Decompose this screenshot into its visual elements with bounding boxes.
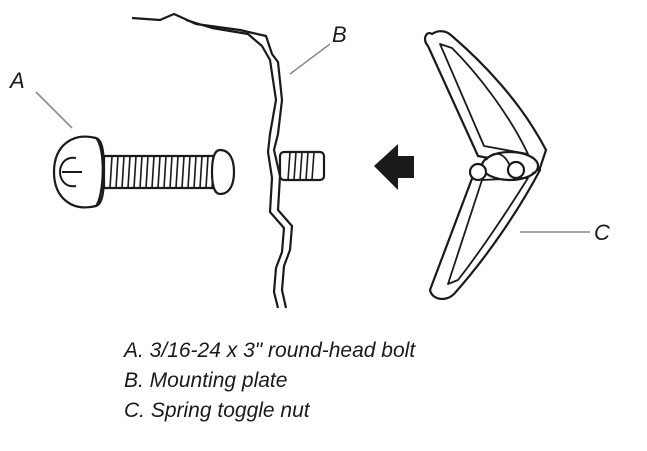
callout-b: B <box>332 22 347 47</box>
toggle-bolt-diagram: A B C <box>8 12 610 309</box>
bolt-tip <box>210 148 236 196</box>
spring-toggle-nut <box>423 30 548 300</box>
callout-a: A <box>8 68 25 93</box>
leader-b <box>289 43 331 75</box>
callout-c: C <box>594 220 610 245</box>
round-head-bolt <box>52 135 236 209</box>
insert-direction-arrow <box>374 144 414 190</box>
parts-legend: A. 3/16-24 x 3" round-head bolt B. Mount… <box>124 336 415 426</box>
toggle-upper-wing <box>423 30 548 170</box>
bolt-threads <box>109 155 215 189</box>
bolt-threaded-end <box>278 150 326 182</box>
toggle-lower-wing <box>428 166 542 300</box>
legend-item-a: A. 3/16-24 x 3" round-head bolt <box>124 339 416 362</box>
legend-item-c: C. Spring toggle nut <box>124 399 310 422</box>
leader-a <box>35 91 73 129</box>
bolt-slot <box>59 156 77 188</box>
leader-lines <box>35 43 590 233</box>
mounting-plate <box>131 12 294 309</box>
legend-item-b: B. Mounting plate <box>124 369 288 392</box>
